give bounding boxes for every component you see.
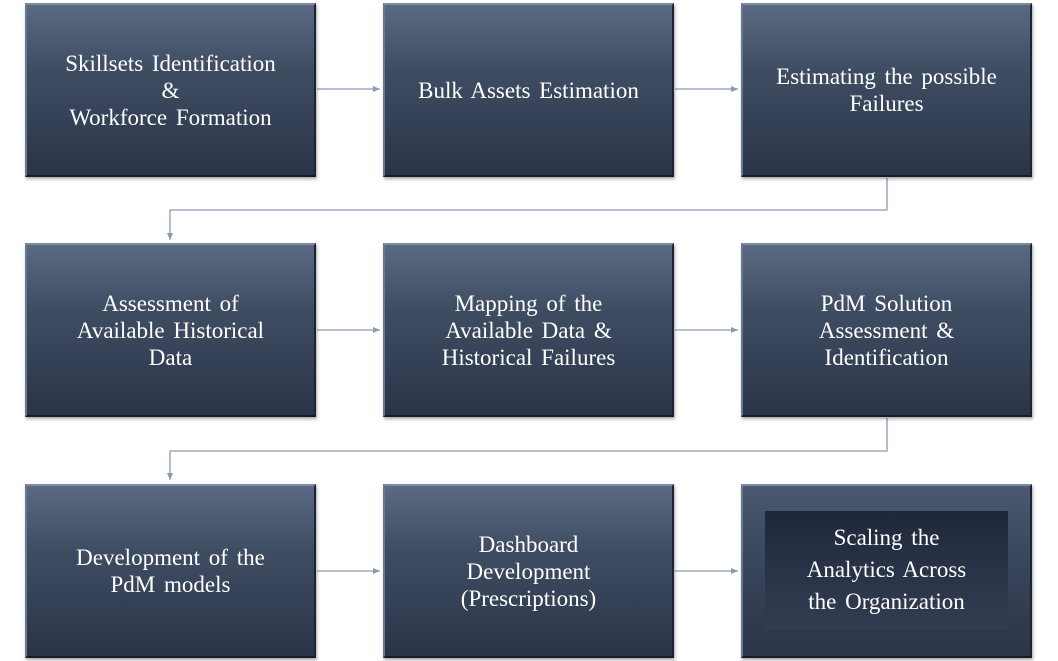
- step-label: Dashboard Development (Prescriptions): [460, 531, 597, 611]
- step-skillsets-workforce: Skillsets Identification & Workforce For…: [25, 3, 316, 177]
- step-label: Assessment of Available Historical Data: [76, 290, 265, 370]
- step-possible-failures: Estimating the possible Failures: [741, 3, 1032, 177]
- connector-s3-s4: [167, 178, 888, 240]
- step-label: PdM Solution Assessment & Identification: [818, 290, 955, 370]
- connector-s6-s7: [167, 418, 888, 480]
- step-label: Scaling the Analytics Across the Organiz…: [806, 525, 967, 614]
- step-label: Estimating the possible Failures: [776, 64, 997, 116]
- step-label: Mapping of the Available Data & Historic…: [441, 290, 616, 370]
- step-pdm-models: Development of the PdM models: [25, 484, 316, 658]
- step-pdm-solution: PdM Solution Assessment & Identification: [741, 243, 1032, 417]
- step-label: Bulk Assets Estimation: [418, 77, 639, 103]
- step-scaling-analytics: Scaling the Analytics Across the Organiz…: [741, 484, 1032, 658]
- highlight-panel: Scaling the Analytics Across the Organiz…: [765, 511, 1008, 629]
- step-bulk-assets: Bulk Assets Estimation: [383, 3, 674, 177]
- step-mapping-data: Mapping of the Available Data & Historic…: [383, 243, 674, 417]
- step-historical-data: Assessment of Available Historical Data: [25, 243, 316, 417]
- step-label: Development of the PdM models: [76, 545, 265, 597]
- step-label: Skillsets Identification & Workforce For…: [65, 50, 276, 130]
- step-dashboard: Dashboard Development (Prescriptions): [383, 484, 674, 658]
